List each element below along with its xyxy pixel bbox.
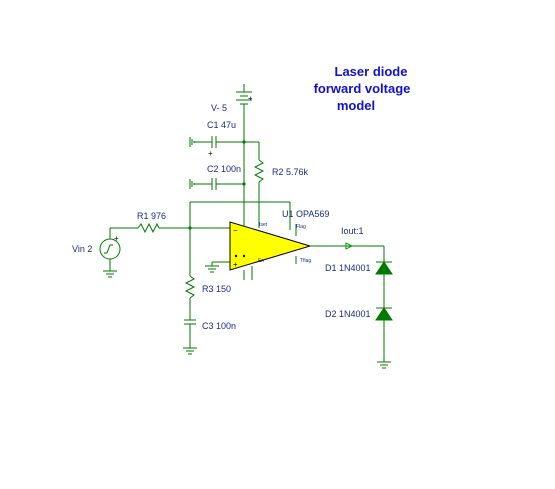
ground-symbol [205,261,230,273]
output-wire [310,242,385,262]
battery-v-supply[interactable]: + [236,84,253,142]
resistor-r1[interactable] [110,222,230,234]
d1-label: D1 1N4001 [325,263,371,273]
c1-plus-sign: + [208,149,213,158]
capacitor-c3[interactable] [183,319,197,355]
pin-tflag-label: Tflag [300,258,311,264]
current-probe-arrow [345,242,354,250]
battery-plus-sign: + [248,94,253,103]
r3-label: R3 150 [202,284,231,294]
d2-label: D2 1N4001 [325,309,371,319]
r2-label: R2 5.76k [272,167,309,177]
diode-d2[interactable] [375,307,393,362]
resistor-r2[interactable] [244,141,265,222]
vin-label: Vin 2 [72,244,92,254]
title-line-3: model [337,98,375,113]
capacitor-c1[interactable]: + [189,136,244,158]
voltage-source-vin[interactable]: + [99,228,121,278]
pin-en-label: En [258,258,264,264]
c3-label: C3 100n [202,321,236,331]
title-line-1: Laser diode [335,64,408,79]
opamp-u1[interactable]: − + Iset Flag En Tflag [229,221,312,280]
opamp-label: U1 OPA569 [282,209,329,219]
r1-label: R1 976 [137,211,166,221]
c2-label: C2 100n [207,164,241,174]
resistor-r3[interactable] [184,228,196,320]
pin-iset-label: Iset [259,222,268,228]
title-line-2: forward voltage [314,81,411,96]
pin-flag-label: Flag [296,224,306,230]
capacitor-c2[interactable] [189,178,244,190]
probe-label: Iout:1 [341,226,364,236]
ground-symbol-diodes [377,361,391,369]
v-supply-label: V- 5 [211,103,227,113]
opamp-noninverting-sign: + [233,260,238,269]
diode-d1[interactable] [375,261,393,308]
c1-label: C1 47u [207,120,236,130]
vin-plus-sign: + [114,234,119,243]
opamp-inverting-sign: − [233,226,238,235]
